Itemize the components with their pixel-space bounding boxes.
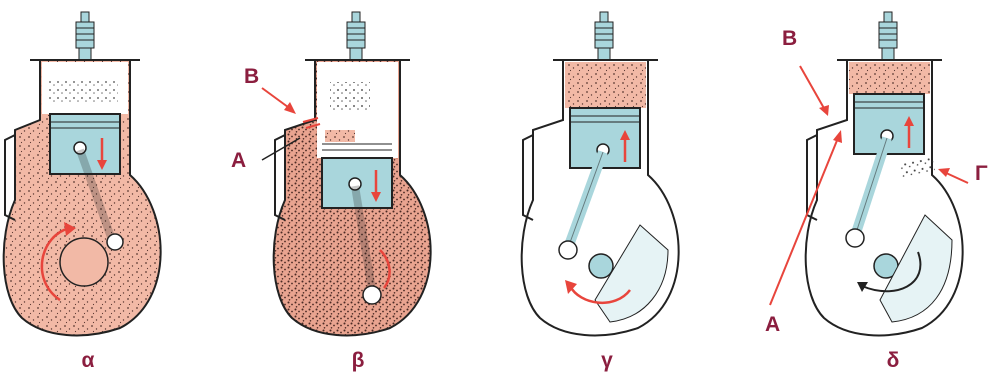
- panel-alpha: [4, 12, 161, 335]
- panel-gamma: [522, 12, 679, 335]
- spark-plug-icon: [595, 12, 613, 60]
- spark-plug-icon: [879, 12, 897, 60]
- label-b-pointer: [800, 66, 825, 110]
- label-b-beta: Β: [244, 66, 259, 87]
- panel-delta: [770, 12, 968, 335]
- label-a-delta: Α: [765, 314, 780, 335]
- caption-delta: δ: [887, 350, 900, 371]
- label-g-pointer: [944, 172, 968, 183]
- mixture: [849, 62, 930, 94]
- caption-gamma: γ: [601, 350, 613, 371]
- spark-plug-icon: [76, 12, 94, 60]
- caption-beta: β: [352, 350, 365, 371]
- label-a-beta: Α: [231, 150, 246, 171]
- caption-alpha: α: [82, 350, 95, 371]
- panel-beta: [262, 12, 431, 335]
- label-b-delta: Β: [782, 28, 797, 49]
- crank-disk: [60, 238, 108, 286]
- label-g-delta: Γ: [975, 163, 988, 184]
- compressed-mixture: [565, 62, 646, 108]
- spark-plug-icon: [347, 12, 365, 60]
